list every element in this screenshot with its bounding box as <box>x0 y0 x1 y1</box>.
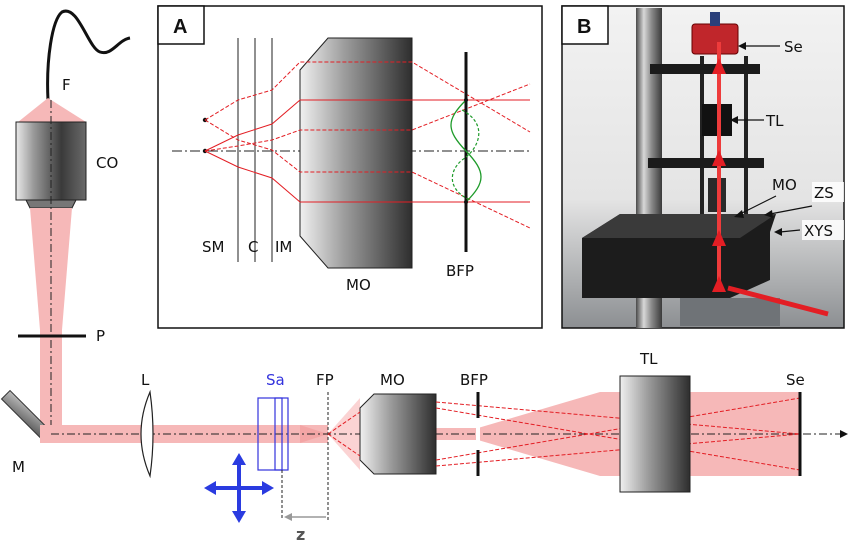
label-z: z <box>296 525 305 544</box>
sample-slide <box>274 397 283 471</box>
axis-arrowhead <box>840 430 848 438</box>
label-bfp-a: BFP <box>446 262 474 280</box>
beam-arrowhead-3 <box>712 58 726 74</box>
label-p: P <box>96 327 105 345</box>
tube-lens-tl <box>619 375 691 493</box>
rod-right <box>744 56 748 226</box>
panel-b: B Se TL MO ZS XYS <box>561 5 845 329</box>
camera-top <box>710 12 720 26</box>
sample-holder <box>257 397 289 471</box>
bfp-dot-bottom <box>464 200 468 204</box>
beam-arrowhead-2 <box>712 150 726 166</box>
label-co: CO <box>96 154 118 172</box>
panel-b-letter: B <box>577 16 591 38</box>
microscope-objective-mo <box>359 393 437 475</box>
vertical-beam <box>30 208 72 330</box>
panel-a-objective <box>299 37 413 269</box>
label-sa: Sa <box>266 371 285 389</box>
label-mo-b: MO <box>772 176 797 194</box>
panel-a-rays-dashed <box>204 61 531 229</box>
ray-traces <box>327 397 801 471</box>
main-optical-path: L Sa FP z MO <box>40 350 848 544</box>
fiber-cable <box>46 9 131 101</box>
label-sm: SM <box>202 238 224 256</box>
label-fp: FP <box>316 371 334 389</box>
label-l: L <box>141 371 150 389</box>
panel-a-letter: A <box>173 16 187 38</box>
left-illumination-path: F CO P M <box>0 9 131 476</box>
label-se-b: Se <box>784 38 803 56</box>
label-se-main: Se <box>786 371 805 389</box>
label-im: IM <box>275 238 292 256</box>
stage-top <box>582 214 776 238</box>
callout-arrows <box>730 42 813 236</box>
z-arrowhead <box>284 513 292 521</box>
vertical-beam-lower <box>40 330 62 430</box>
label-mo-a: MO <box>346 276 371 294</box>
label-bg-xys <box>802 220 844 240</box>
fiber-beam-cone <box>18 98 86 122</box>
camera-se <box>691 23 739 55</box>
xy-translation-arrows-icon <box>204 453 274 523</box>
wavefront-solid <box>450 99 482 203</box>
table-legs <box>680 298 780 326</box>
panel-b-letter-box <box>561 5 609 45</box>
panel-a: A SM C IM MO BFP <box>157 5 543 329</box>
label-m: M <box>12 458 25 476</box>
label-bfp-main: BFP <box>460 371 488 389</box>
panel-a-letter-box <box>157 5 205 45</box>
label-c: C <box>248 238 258 256</box>
panel-a-rays-solid <box>204 99 530 203</box>
beam-arrowhead-4 <box>712 276 726 292</box>
label-xys: XYS <box>804 222 833 240</box>
bfp-dot-top <box>464 98 468 102</box>
label-zs: ZS <box>814 184 834 202</box>
cage-plate-2 <box>648 158 764 168</box>
label-tl-main: TL <box>639 350 658 368</box>
label-bg-zs <box>812 182 844 202</box>
lens-l <box>140 389 154 479</box>
wavefront-dashed <box>451 109 480 201</box>
beam-arrowhead-1 <box>712 230 726 246</box>
cage-plate-1 <box>650 64 760 74</box>
label-mo-main: MO <box>380 371 405 389</box>
label-tl-b: TL <box>765 112 784 130</box>
rod-left <box>700 56 704 226</box>
label-f: F <box>62 76 71 94</box>
beam-red-diagonal <box>727 285 829 317</box>
